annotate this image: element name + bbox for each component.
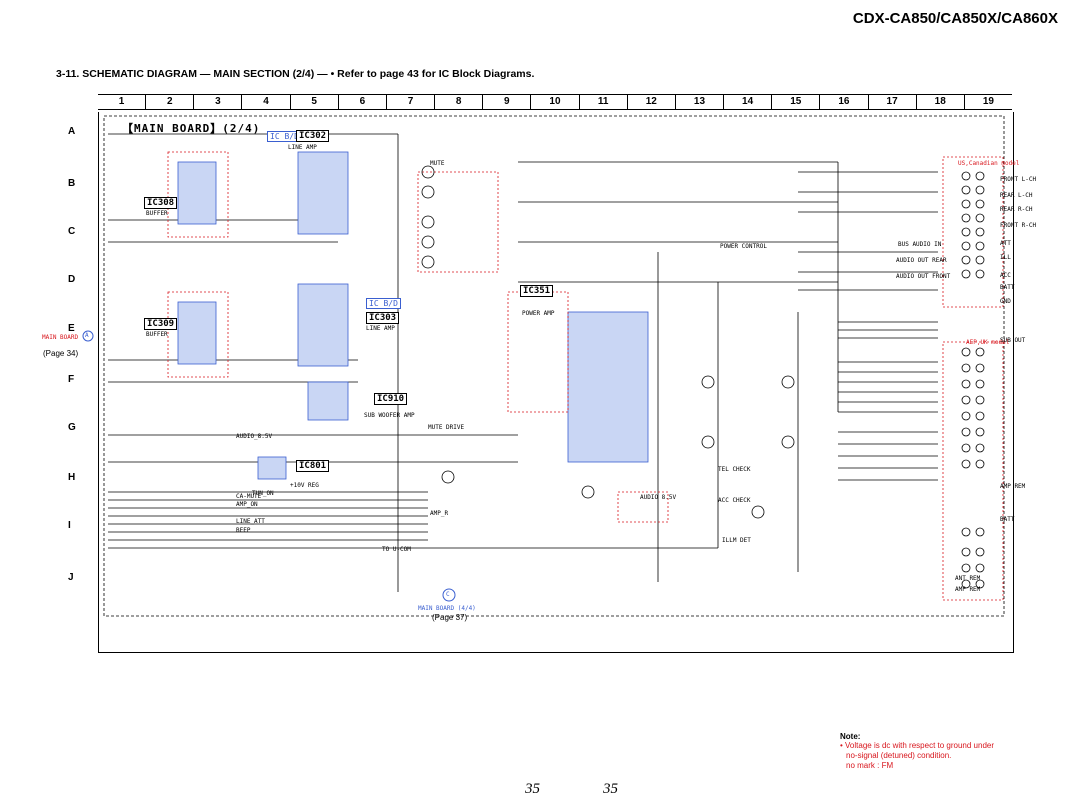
ant-rem-label: ANT REM (955, 575, 981, 582)
row-label: J (68, 572, 74, 583)
amp-r-label: AMP_R (430, 510, 449, 517)
voltage-note: Note: • Voltage is dc with respect to gr… (840, 732, 994, 771)
col-label: 10 (530, 95, 578, 109)
rear-rch-label: REAR R-CH (1000, 206, 1033, 213)
ic-sub: SUB WOOFER AMP (364, 412, 415, 419)
col-label: 9 (482, 95, 530, 109)
power-control-label: POWER CONTROL (720, 243, 767, 250)
column-ruler: 1 2 3 4 5 6 7 8 9 10 11 12 13 14 15 16 1… (98, 94, 1012, 110)
col-label: 13 (674, 95, 723, 109)
batt-label: BATT (1000, 284, 1015, 291)
board-title: 【MAIN BOARD】(2/4) (122, 122, 261, 135)
ic-label: IC309 (144, 318, 178, 330)
main-board-connector-label: MAIN BOARD (42, 334, 79, 341)
tel-check-label: TEL CHECK (718, 466, 751, 473)
row-label: H (68, 472, 76, 483)
row-label: C (68, 226, 76, 237)
ic-label: IC308 (144, 197, 178, 209)
ca-mute-label: CA-MUTE (236, 493, 262, 500)
audio-out-front-label: AUDIO OUT FRONT (896, 273, 951, 280)
page-ref-bottom-board: MAIN BOARD (4/4) (418, 605, 476, 612)
ic-sub: POWER AMP (522, 310, 555, 317)
note-title: Note: (840, 732, 861, 741)
amp-rem-label: AMP REM (1000, 483, 1026, 490)
ic-label: IC801 (296, 460, 330, 472)
row-label: F (68, 374, 75, 385)
col-label: 1 (118, 96, 125, 107)
note-line: no-signal (detuned) condition. (846, 751, 952, 760)
ic-sub: LINE AMP (288, 144, 317, 151)
page-number-left: 35 (525, 781, 540, 797)
col-label: 6 (337, 95, 386, 109)
gnd-label: GND (1000, 298, 1011, 305)
ic-sub: BUFFER (146, 331, 168, 338)
acc-label: ACC (1000, 272, 1011, 279)
connector-c-icon (442, 588, 456, 602)
col-label: 15 (771, 95, 819, 109)
mute-label: MUTE (430, 160, 445, 167)
ill-label: ILL (1000, 254, 1011, 261)
att-label: ATT (1000, 240, 1011, 247)
amp-on-label: AMP_ON (236, 501, 258, 508)
to-ucom-label: TO U-COM (382, 546, 411, 553)
col-label: 16 (819, 95, 867, 109)
ic-block-badge: IC B/D (366, 298, 401, 309)
row-label: A (68, 126, 76, 137)
connector-a-icon (82, 330, 94, 342)
page-ref-left: (Page 34) (43, 349, 79, 358)
col-label: 2 (145, 95, 193, 109)
audio-out-rear-label: AUDIO OUT REAR (896, 257, 947, 264)
schematic-wiring (103, 115, 1005, 617)
front-rch-label: FRONT R-CH (1000, 222, 1037, 229)
acc-check-label: ACC CHECK (718, 497, 751, 504)
col-label: 8 (434, 95, 482, 109)
col-label: 14 (723, 95, 771, 109)
beep-label: BEEP (236, 527, 251, 534)
note-line: • Voltage is dc with respect to ground u… (840, 741, 995, 750)
page-number-right: 35 (603, 781, 618, 797)
col-label: 19 (963, 95, 1012, 109)
row-label: D (68, 274, 76, 285)
col-label: 7 (385, 95, 434, 109)
col-label: 4 (241, 95, 289, 109)
tun-on-label: TUN_ON (252, 490, 274, 497)
bus-audio-in-label: BUS AUDIO IN (898, 241, 942, 248)
ic-label: IC910 (374, 393, 408, 405)
ic-sub: LINE AMP (366, 325, 395, 332)
line-att-label: LINE_ATT (236, 518, 265, 525)
col-label: 18 (915, 95, 964, 109)
ic-sub: +10V REG (290, 482, 319, 489)
note-line: no mark : FM (846, 761, 894, 770)
ic-label: IC303 (366, 312, 400, 324)
row-label: E (68, 323, 75, 334)
row-label: G (68, 422, 76, 433)
connector-c-letter: C (446, 591, 450, 598)
mute-drive-label: MUTE DRIVE (428, 424, 465, 431)
rear-lch-label: REAR L-CH (1000, 192, 1033, 199)
front-lch-label: FRONT L-CH (1000, 176, 1037, 183)
sub-out-label: SUB OUT (1000, 337, 1026, 344)
batt-2-label: BATT (1000, 516, 1015, 523)
audio-85v-label: AUDIO_8.5V (236, 433, 273, 440)
col-label: 12 (626, 95, 675, 109)
row-label: I (68, 520, 71, 531)
amp-rem-2-label: AMP REM (955, 586, 981, 593)
page-ref-bottom: (Page 37) (432, 613, 468, 622)
col-label: 5 (289, 95, 338, 109)
section-heading: 3-11. SCHEMATIC DIAGRAM — MAIN SECTION (… (56, 68, 535, 80)
col-label: 11 (578, 95, 627, 109)
row-label: B (68, 178, 76, 189)
ic-label: IC351 (520, 285, 554, 297)
col-label: 3 (193, 95, 241, 109)
col-label: 17 (867, 95, 916, 109)
model-title: CDX-CA850/CA850X/CA860X (852, 10, 1058, 27)
illm-det-label: ILLM DET (722, 537, 751, 544)
schematic-frame (98, 112, 1014, 653)
audio-85v-b-label: AUDIO 8.5V (640, 494, 677, 501)
us-canadian-model-label: US,Canadian model (958, 160, 1020, 167)
ic-sub: BUFFER (146, 210, 168, 217)
aep-uk-model-label: AEP,UK model (966, 339, 1010, 346)
connector-a-letter: A (85, 332, 89, 339)
ic-label: IC302 (296, 130, 330, 142)
